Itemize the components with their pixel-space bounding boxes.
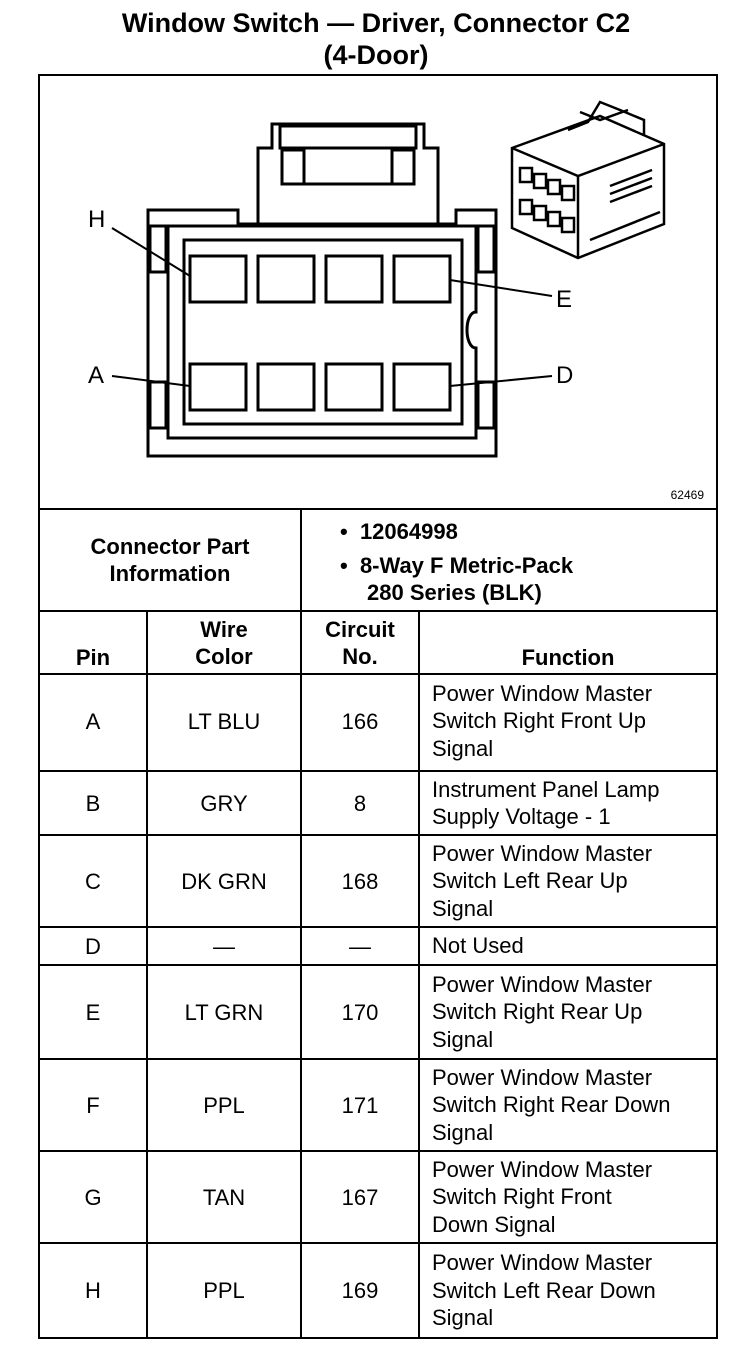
table-row-circuit: 166 — [341, 708, 379, 734]
table-row-pin: E — [85, 999, 101, 1025]
pin-label-a: A — [88, 362, 105, 389]
table-row-circuit: 168 — [341, 868, 379, 894]
table-row-function: Instrument Panel Lamp Supply Voltage - 1 — [432, 772, 712, 834]
function-line: Power Window Master — [432, 1064, 653, 1090]
table-row-color: GRY — [200, 790, 248, 816]
table-row-function: Power Window Master Switch Right Front U… — [432, 672, 712, 770]
table-row-function: Power Window Master Switch Left Rear Up … — [432, 836, 712, 926]
bullet-description: • 8-Way F Metric-Pack — [340, 552, 573, 579]
description-line2: 280 Series (BLK) — [367, 580, 542, 605]
rule — [40, 1150, 716, 1152]
header-circuit-line1: Circuit — [325, 617, 395, 642]
table-row-function: Power Window Master Switch Right Rear Do… — [432, 1060, 712, 1150]
connector-diagram: H E A D 62469 — [40, 76, 716, 509]
info-label-line2: Information — [109, 561, 231, 586]
rule — [300, 508, 302, 673]
rule — [40, 508, 716, 510]
function-line: Down Signal — [432, 1211, 556, 1237]
table-row-color: TAN — [202, 1184, 246, 1210]
rule — [300, 610, 302, 1337]
table-row-pin: B — [85, 790, 101, 816]
table-row-circuit: 167 — [341, 1184, 379, 1210]
bullet-glyph: • — [340, 519, 348, 544]
function-line: Signal — [432, 1026, 494, 1052]
rule — [40, 1242, 716, 1244]
pin-label-d: D — [556, 362, 574, 389]
info-label-line1: Connector Part — [90, 534, 250, 559]
function-line: Switch Right Rear Up — [432, 999, 643, 1025]
rule — [418, 610, 420, 1337]
connector-part-info-label: Connector Part Information — [40, 510, 300, 610]
page-subtitle: (4-Door) — [323, 40, 429, 70]
bullet-glyph: • — [340, 553, 348, 578]
table-row-pin: C — [85, 868, 101, 894]
rule — [40, 610, 716, 612]
table-row-function: Power Window Master Switch Right Rear Up… — [432, 966, 712, 1058]
pin-label-e: E — [556, 286, 573, 313]
table-row-circuit: 8 — [353, 790, 367, 816]
function-line: Signal — [432, 735, 494, 761]
function-line: Signal — [432, 895, 494, 921]
table-row-circuit: 170 — [341, 999, 379, 1025]
function-line: Instrument Panel Lamp — [432, 776, 660, 802]
table-row-pin: D — [85, 933, 101, 959]
function-line: Supply Voltage - 1 — [432, 804, 611, 829]
header-pin: Pin — [75, 644, 111, 670]
rule — [146, 610, 148, 1337]
part-number: 12064998 — [359, 519, 458, 544]
table-row-color: PPL — [203, 1092, 245, 1118]
bullet-part-number: • 12064998 — [340, 518, 458, 545]
table-row-color: LT GRN — [184, 999, 264, 1025]
function-line: Not Used — [432, 933, 524, 959]
table-row-pin: G — [84, 1184, 102, 1210]
function-line: Signal — [432, 1305, 494, 1331]
function-line: Power Window Master — [432, 971, 653, 997]
function-line: Power Window Master — [432, 680, 653, 706]
function-line: Power Window Master — [432, 840, 653, 866]
header-wire-color: Wire Color — [148, 614, 300, 672]
function-line: Switch Right Front Up — [432, 708, 646, 734]
connector-frame: H E A D 62469 Connector Part Information… — [38, 74, 718, 1339]
function-line: Signal — [432, 1119, 494, 1145]
rule — [40, 926, 716, 928]
figure-number: 62469 — [670, 488, 704, 502]
rule — [40, 1058, 716, 1060]
rule — [40, 834, 716, 836]
table-row-color: PPL — [203, 1278, 245, 1303]
table-row-pin: F — [86, 1092, 100, 1118]
rule — [40, 770, 716, 772]
header-wire-line2: Color — [195, 644, 253, 669]
table-row-function: Power Window Master Switch Left Rear Dow… — [432, 1244, 712, 1337]
rule — [40, 964, 716, 966]
rule — [40, 673, 716, 675]
function-line: Switch Left Rear Up — [432, 868, 628, 894]
header-wire-line1: Wire — [200, 617, 248, 642]
table-row-circuit: — — [349, 933, 371, 959]
table-row-function: Not Used — [432, 928, 712, 964]
header-circuit-line2: No. — [342, 644, 378, 669]
page-title: Window Switch — Driver, Connector C2 — [121, 8, 631, 38]
table-row-function: Power Window Master Switch Right Front D… — [432, 1152, 712, 1242]
function-line: Power Window Master — [432, 1250, 653, 1276]
table-row-pin: H — [85, 1278, 101, 1303]
header-function: Function — [521, 644, 615, 670]
connector-face-drawing — [111, 100, 666, 458]
table-row-circuit: 171 — [341, 1092, 379, 1118]
header-circuit-no: Circuit No. — [302, 614, 418, 672]
function-line: Power Window Master — [432, 1156, 653, 1182]
description-line1: 8-Way F Metric-Pack — [359, 553, 574, 578]
function-line: Switch Left Rear Down — [432, 1277, 656, 1303]
table-row-circuit: 169 — [341, 1278, 379, 1303]
pin-label-h: H — [88, 206, 106, 233]
table-row-color: — — [213, 933, 235, 959]
table-row-color: LT BLU — [187, 708, 261, 734]
table-row-pin: A — [85, 708, 101, 734]
table-row-color: DK GRN — [181, 868, 267, 894]
function-line: Switch Right Rear Down — [432, 1092, 671, 1118]
function-line: Switch Right Front — [432, 1184, 612, 1210]
